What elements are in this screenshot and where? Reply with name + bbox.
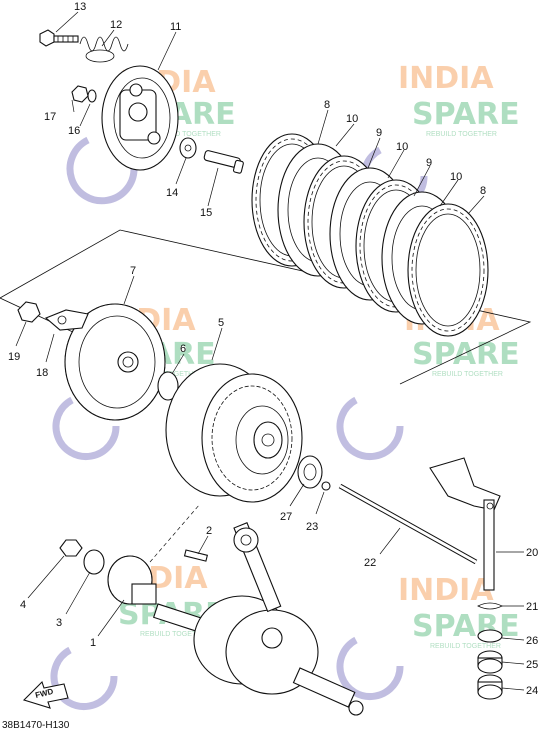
callout-21: 21 <box>526 601 538 613</box>
pressure-plate <box>101 65 179 171</box>
callout-10-top: 10 <box>346 113 358 125</box>
bearing <box>477 674 503 700</box>
watermark-tagline: REBUILD TOGETHER <box>140 631 211 638</box>
watermark-word-spare: SPARE <box>412 337 520 372</box>
clutch-housing <box>165 363 303 503</box>
ball <box>321 481 331 491</box>
circlip <box>477 629 503 643</box>
callout-13: 13 <box>74 1 86 13</box>
callout-3: 3 <box>56 617 62 629</box>
lock-washer <box>44 309 89 331</box>
callout-25: 25 <box>526 659 538 671</box>
watermark-word-india: INDIA <box>398 61 494 96</box>
callout-10: 10 <box>450 171 462 183</box>
clutch-spring <box>79 36 129 52</box>
oil-seal <box>477 650 503 674</box>
callout-9: 9 <box>426 157 432 169</box>
callout-22: 22 <box>364 557 376 569</box>
washer <box>83 549 105 575</box>
fwd-arrow: FWD <box>22 680 69 709</box>
callout-26: 26 <box>526 635 538 647</box>
watermark-tagline: REBUILD TOGETHER <box>430 643 501 650</box>
leader-lines <box>15 11 525 691</box>
callout-20: 20 <box>526 547 538 559</box>
callout-8-top: 8 <box>324 99 330 111</box>
watermark-tagline: REBUILD TOGETHER <box>150 131 221 138</box>
watermark-top-right: INDIA SPARE REBUILD TOGETHER <box>360 61 520 210</box>
callout-9-top: 9 <box>376 127 382 139</box>
callout-16: 16 <box>68 125 80 137</box>
spring-coil <box>85 49 115 63</box>
key <box>183 549 209 562</box>
diagram-code: 38B1470-H130 <box>2 720 70 731</box>
circlip <box>157 371 179 401</box>
callout-12: 12 <box>110 19 122 31</box>
callout-18: 18 <box>36 367 48 379</box>
primary-driven-gear <box>64 303 166 421</box>
lock-nut <box>17 301 41 323</box>
callout-6: 6 <box>180 343 186 355</box>
callout-2: 2 <box>206 525 212 537</box>
callout-24: 24 <box>526 685 538 697</box>
push-lever-shaft <box>429 457 501 591</box>
callout-8: 8 <box>480 185 486 197</box>
callout-15: 15 <box>200 207 212 219</box>
fwd-label: FWD <box>34 687 54 700</box>
crankshaft <box>152 522 364 716</box>
callout-10-middle: 10 <box>396 141 408 153</box>
callout-5: 5 <box>218 317 224 329</box>
watermark-word-spare: SPARE <box>412 609 520 644</box>
callout-19: 19 <box>8 351 20 363</box>
long-push-rod <box>338 483 478 565</box>
bolt <box>39 29 79 47</box>
watermark-tagline: REBUILD TOGETHER <box>426 131 497 138</box>
plain-washer <box>179 137 197 159</box>
watermark-word-india: INDIA <box>398 573 494 608</box>
callout-labels: 13 12 11 17 16 14 15 8 10 9 10 9 10 8 7 … <box>8 1 538 697</box>
thrust-washer <box>297 455 323 489</box>
nut <box>71 85 89 103</box>
callout-4: 4 <box>20 599 26 611</box>
washer <box>87 89 97 103</box>
friction-plate <box>407 203 489 337</box>
push-rod <box>203 150 244 174</box>
callout-27: 27 <box>280 511 292 523</box>
callout-23: 23 <box>306 521 318 533</box>
nut <box>59 539 83 557</box>
callout-11: 11 <box>170 21 181 33</box>
watermark-word-spare: SPARE <box>412 97 520 132</box>
spring <box>477 602 503 610</box>
callout-17: 17 <box>44 111 56 123</box>
callout-1: 1 <box>90 637 96 649</box>
callout-7: 7 <box>130 265 136 277</box>
primary-drive-gear <box>107 555 157 605</box>
watermark-bottom-right: INDIA SPARE REBUILD TOGETHER <box>336 573 520 700</box>
watermark-tagline: REBUILD TOGETHER <box>432 371 503 378</box>
callout-14: 14 <box>166 187 178 199</box>
